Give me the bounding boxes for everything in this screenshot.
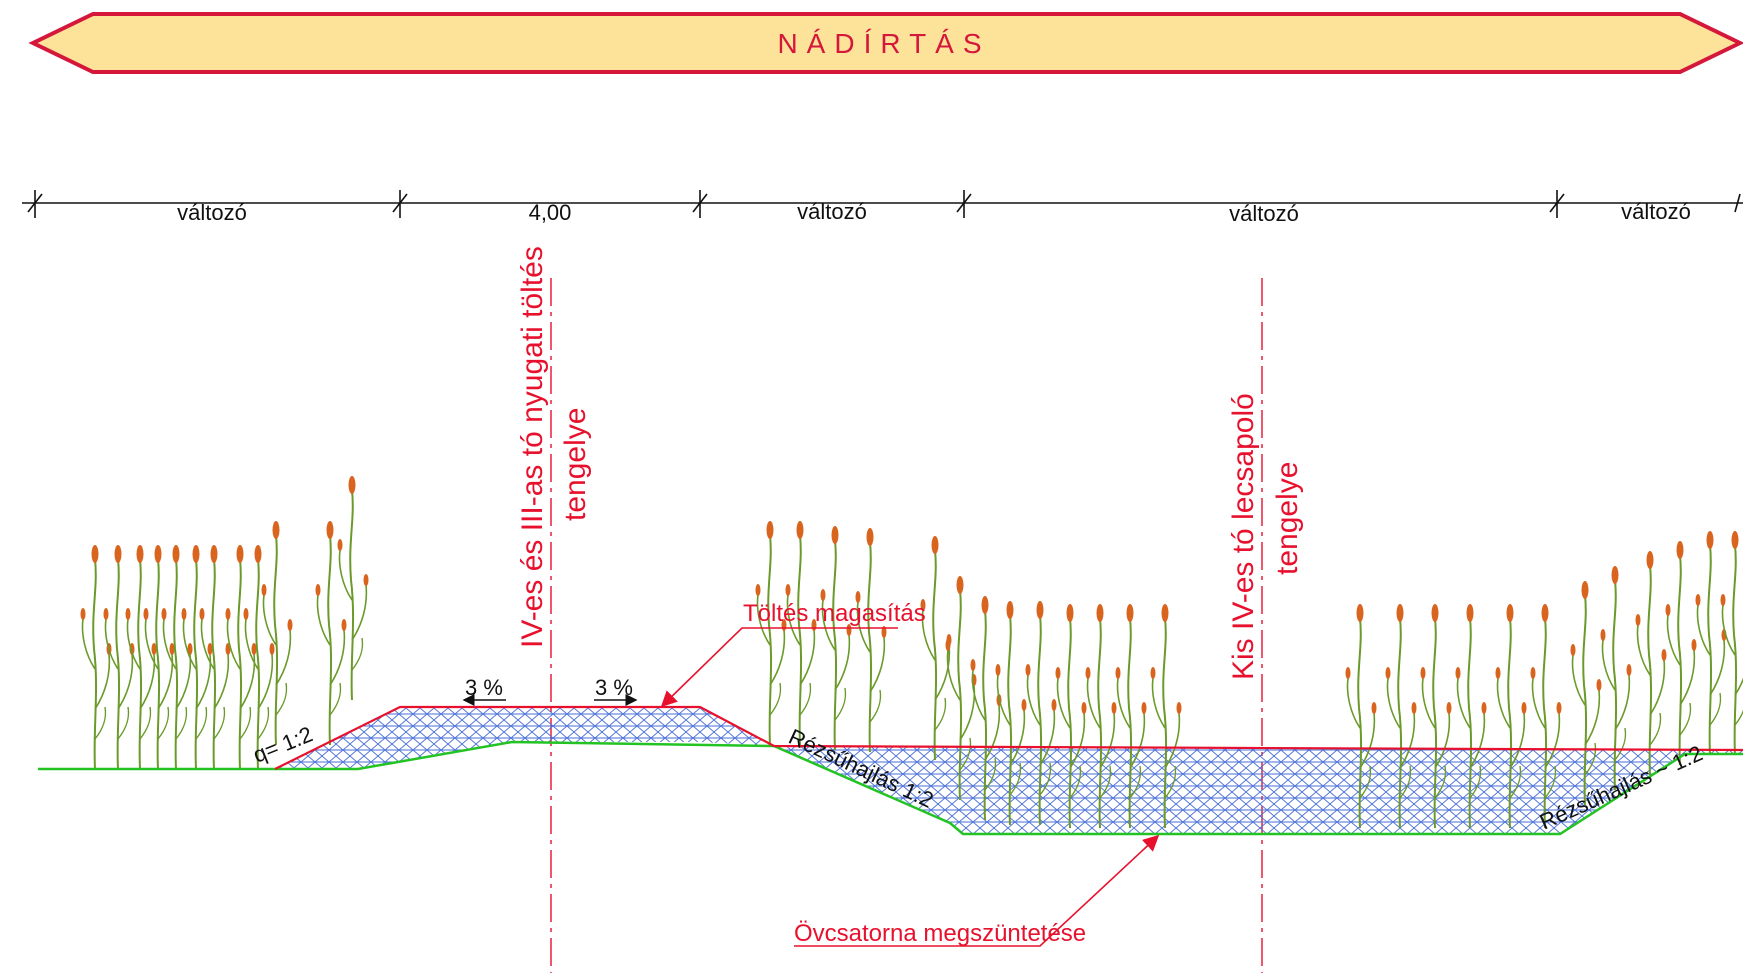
dimension-label-2: 4,00 (529, 200, 572, 225)
dimension-label-5: változó (1621, 199, 1691, 224)
gradient-label-left: 3 % (465, 675, 503, 700)
ditch-fill (774, 746, 1743, 834)
banner-title: NÁDÍRTÁS (777, 28, 990, 59)
callout-ditch-leader (794, 834, 1160, 947)
gradient-label-right: 3 % (595, 675, 633, 700)
callout-embankment-label: Töltés magasítás (743, 600, 926, 627)
left-axis-label-line1: IV-es és III-as tó nyugati töltés (516, 246, 549, 648)
dimension-label-3: változó (797, 199, 867, 224)
callout-embankment-leader (660, 627, 898, 708)
dimension-label-4: változó (1229, 201, 1299, 226)
fill-top-line (274, 705, 1743, 770)
callout-ditch-label: Övcsatorna megszüntetése (794, 920, 1086, 947)
embankment-fill (275, 707, 774, 769)
title-banner: NÁDÍRTÁS (28, 12, 1743, 74)
dimension-label-1: változó (177, 200, 247, 225)
right-axis-label-line1: Kis IV-es tó lecsapoló (1227, 393, 1260, 680)
banner-shape (28, 12, 1743, 74)
right-axis-label-line2: tengelye (1271, 462, 1304, 575)
dimension-line: változó 4,00 változó változó változó (22, 190, 1743, 226)
ground-line (38, 740, 1743, 836)
left-axis-label-line2: tengelye (559, 408, 592, 521)
reeds-left (79, 475, 370, 770)
